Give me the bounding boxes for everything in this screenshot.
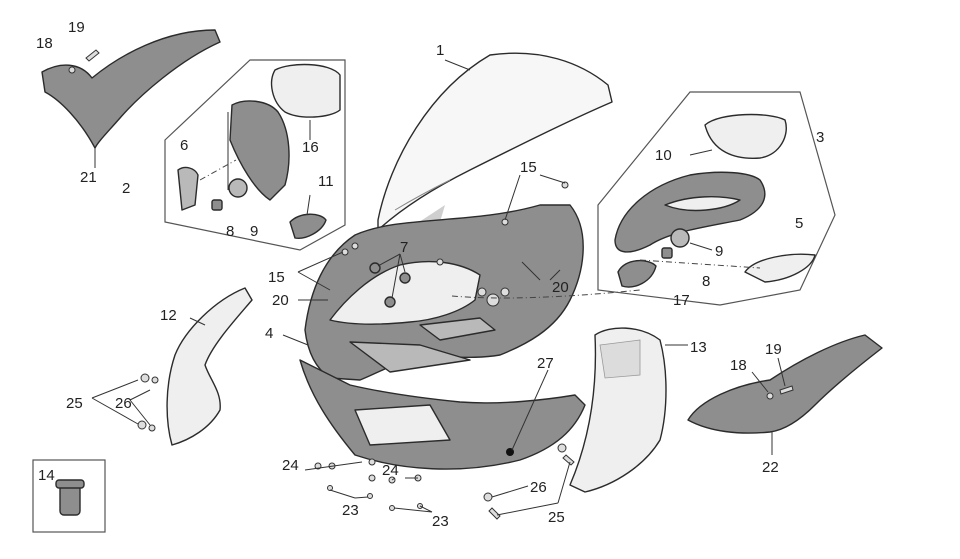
part-6-indicator bbox=[177, 166, 199, 211]
callout-7: 7 bbox=[400, 239, 408, 256]
part-9-grommet-left bbox=[228, 178, 248, 198]
callout-20-right: 20 bbox=[552, 279, 569, 296]
callout-23-right: 23 bbox=[432, 513, 449, 530]
callout-15-left: 15 bbox=[268, 269, 285, 286]
callout-17: 17 bbox=[673, 292, 690, 309]
fairing-hardware bbox=[282, 174, 641, 346]
part-22-lower-right-panel bbox=[687, 334, 883, 455]
callout-19-right: 19 bbox=[765, 341, 782, 358]
part-8-nut-right bbox=[661, 247, 673, 259]
callout-3: 3 bbox=[816, 129, 824, 146]
callout-4: 4 bbox=[265, 325, 273, 342]
callout-10: 10 bbox=[655, 147, 672, 164]
part-8-nut-left bbox=[211, 199, 223, 211]
callout-25-right: 25 bbox=[548, 509, 565, 526]
callout-5: 5 bbox=[795, 215, 803, 232]
callout-labels: 1 2 3 4 5 6 7 8 8 9 9 10 11 12 13 14 15 … bbox=[36, 19, 824, 530]
part-19-screw-right bbox=[779, 385, 794, 395]
part-11-gasket bbox=[289, 213, 327, 239]
callout-14: 14 bbox=[38, 467, 55, 484]
part-19-screw bbox=[85, 49, 100, 62]
callout-23-left: 23 bbox=[342, 502, 359, 519]
callout-25-left: 25 bbox=[66, 395, 83, 412]
callout-9-left: 9 bbox=[250, 223, 258, 240]
left-mirror-panel bbox=[164, 59, 346, 251]
part-4-front-fairing bbox=[299, 204, 586, 470]
part-7-nut bbox=[369, 262, 381, 274]
callout-19-left: 19 bbox=[68, 19, 85, 36]
callout-24-right: 24 bbox=[382, 462, 399, 479]
part-14-inset bbox=[32, 459, 106, 533]
part-21-upper-left-panel bbox=[41, 29, 221, 168]
callout-9-right: 9 bbox=[715, 243, 723, 260]
callout-24-left: 24 bbox=[282, 457, 299, 474]
callout-15-right: 15 bbox=[520, 159, 537, 176]
callout-12: 12 bbox=[160, 307, 177, 324]
bottom-fasteners bbox=[304, 369, 575, 520]
callout-2: 2 bbox=[122, 180, 130, 197]
right-mirror-panel bbox=[597, 91, 836, 306]
part-12-left-inner-panel bbox=[91, 287, 253, 446]
callout-16: 16 bbox=[302, 139, 319, 156]
callout-8-right: 8 bbox=[702, 273, 710, 290]
part-18-washer bbox=[68, 66, 76, 74]
callout-18-right: 18 bbox=[730, 357, 747, 374]
part-10-mirror-glass bbox=[704, 113, 787, 159]
callout-1: 1 bbox=[436, 42, 444, 59]
callout-11: 11 bbox=[318, 173, 334, 190]
callout-22: 22 bbox=[762, 459, 779, 476]
part-26-washer bbox=[140, 373, 150, 383]
part-17-gasket bbox=[617, 259, 657, 288]
callout-20-left: 20 bbox=[272, 292, 289, 309]
callout-18-left: 18 bbox=[36, 35, 53, 52]
callout-13: 13 bbox=[690, 339, 707, 356]
callout-27: 27 bbox=[537, 355, 554, 372]
part-mirror-body-left bbox=[229, 100, 290, 201]
part-16-mirror-glass bbox=[270, 63, 341, 118]
callout-8-left: 8 bbox=[226, 223, 234, 240]
part-mirror-body-right bbox=[614, 171, 766, 253]
callout-21: 21 bbox=[80, 169, 97, 186]
part-1-windscreen bbox=[377, 52, 613, 231]
callout-26-left: 26 bbox=[115, 395, 132, 412]
part-9-grommet-right bbox=[670, 228, 690, 248]
part-18-washer-right bbox=[766, 392, 774, 400]
part-13-right-inner-panel bbox=[569, 327, 688, 493]
callout-26-right: 26 bbox=[530, 479, 547, 496]
callout-6: 6 bbox=[180, 137, 188, 154]
part-5-indicator bbox=[744, 253, 816, 283]
